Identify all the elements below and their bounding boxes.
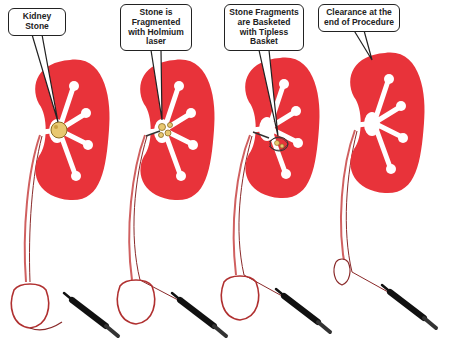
panel-2 xyxy=(117,60,226,336)
callout-tail xyxy=(32,35,58,122)
callout-box: Kidney Stone xyxy=(8,8,66,36)
callout-tail xyxy=(151,50,162,120)
callout-tail xyxy=(259,50,278,136)
callout-box: Stone is Fragmented with Holmium laser xyxy=(120,4,192,51)
panel-4 xyxy=(334,53,436,328)
panel-1 xyxy=(11,60,118,336)
callout-text: Stone Fragments are Basketed with Tiples… xyxy=(228,8,300,47)
callout-box: Clearance at the end of Procedure xyxy=(318,4,400,32)
panel-3 xyxy=(221,58,330,332)
callout-text: Stone is Fragmented with Holmium laser xyxy=(124,8,188,47)
callout-text: Clearance at the end of Procedure xyxy=(322,8,396,28)
callout-tail xyxy=(354,31,372,60)
callout-text: Kidney Stone xyxy=(12,12,62,32)
callout-box: Stone Fragments are Basketed with Tiples… xyxy=(224,4,304,51)
